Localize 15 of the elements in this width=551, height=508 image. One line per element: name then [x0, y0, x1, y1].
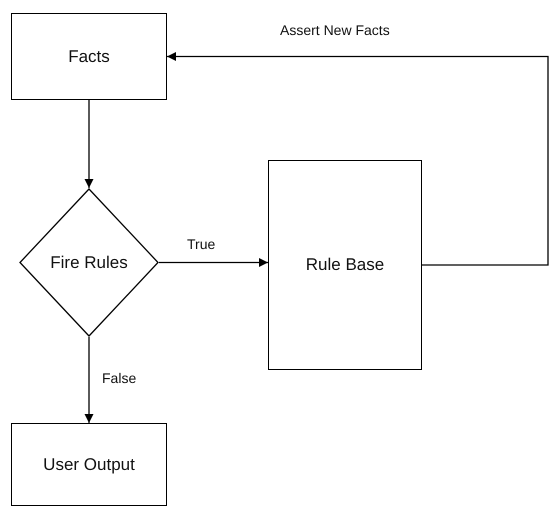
edge-label: True — [185, 236, 218, 252]
decision-diamond — [19, 188, 159, 337]
node-label: Facts — [68, 46, 110, 66]
edge-label: False — [100, 370, 138, 386]
process-box — [11, 423, 167, 506]
edge-label: Assert New Facts — [278, 22, 392, 38]
process-box — [268, 160, 422, 370]
arrow — [84, 100, 94, 188]
node-label: Rule Base — [306, 255, 384, 275]
arrow — [84, 337, 94, 423]
node-label: User Output — [43, 454, 135, 474]
process-box — [11, 13, 167, 100]
node-label: Fire Rules — [50, 252, 128, 272]
arrow — [167, 52, 549, 266]
arrow — [159, 258, 268, 267]
